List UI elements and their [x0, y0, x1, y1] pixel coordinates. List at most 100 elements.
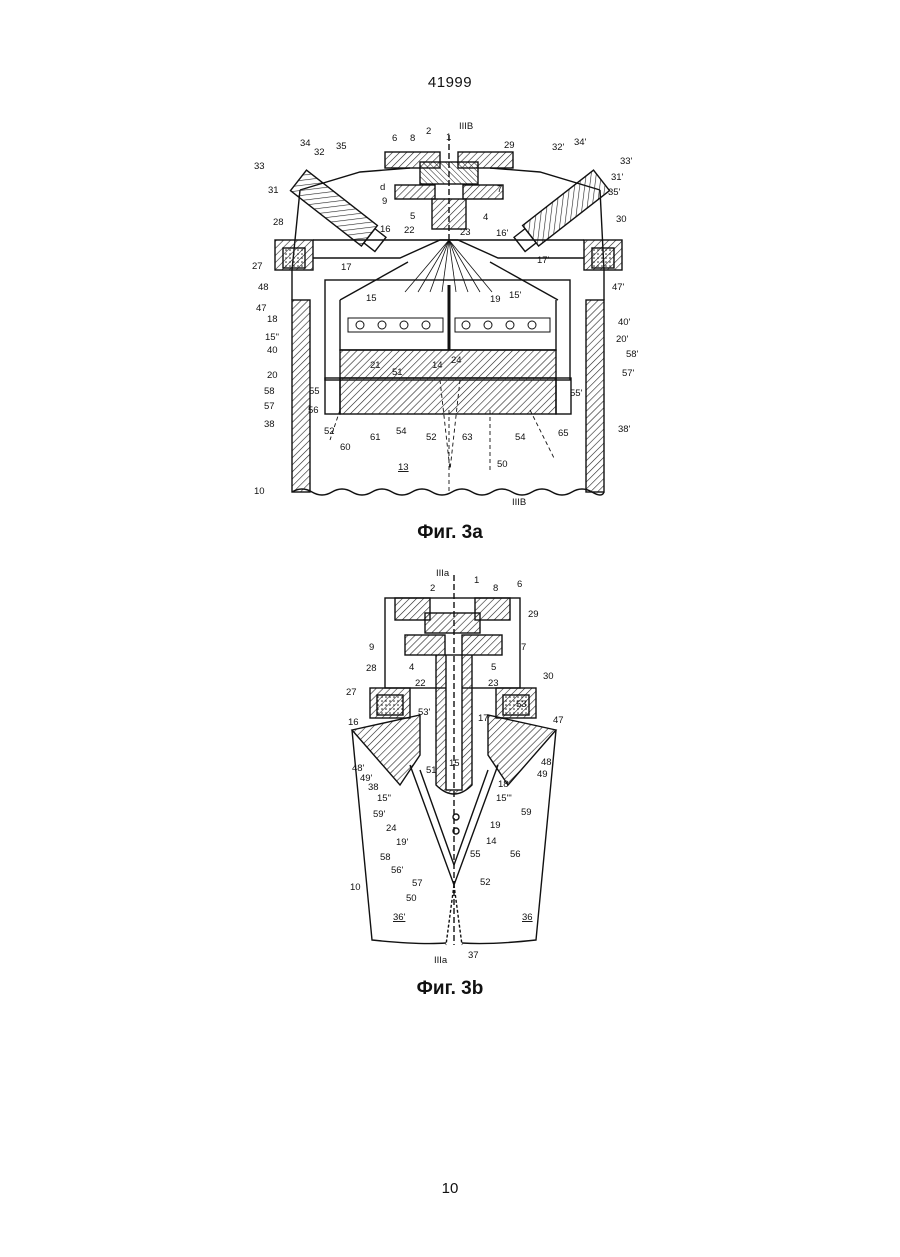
label-56p: 56' [391, 865, 404, 876]
label-30: 30 [543, 671, 554, 682]
label-29: 29 [504, 140, 515, 151]
figure-3b-drawing: IIIa 2 1 8 6 29 9 7 4 5 30 28 22 23 27 5… [0, 555, 900, 970]
figure-3b-caption: Фиг. 3b [0, 978, 900, 1000]
label-53: 53 [516, 699, 527, 710]
label-24: 24 [451, 355, 462, 366]
label-31: 31 [268, 185, 279, 196]
label-17: 17 [341, 262, 352, 273]
label-1: 1 [474, 575, 479, 586]
label-4: 4 [483, 212, 488, 223]
label-32p: 32' [552, 142, 565, 153]
label-24: 24 [386, 823, 397, 834]
label-54b: 54 [515, 432, 526, 443]
label-35p: 35' [608, 187, 621, 198]
label-14: 14 [486, 836, 497, 847]
label-IIIa-bottom: IIIa [434, 955, 448, 966]
label-d: d [380, 182, 385, 193]
label-59p: 59' [373, 809, 386, 820]
label-15: 15 [366, 293, 377, 304]
label-6: 6 [392, 133, 397, 144]
label-1: 1 [446, 132, 451, 143]
label-14: 14 [432, 360, 443, 371]
label-17: 17 [478, 713, 489, 724]
label-10: 10 [350, 882, 361, 893]
label-58p: 58' [626, 349, 639, 360]
label-35: 35 [336, 141, 347, 152]
label-32: 32 [314, 147, 325, 158]
label-23: 23 [488, 678, 499, 689]
label-38: 38 [368, 782, 379, 793]
label-6: 6 [517, 579, 522, 590]
label-20: 20 [267, 370, 278, 381]
label-22: 22 [404, 225, 415, 236]
label-2: 2 [426, 126, 431, 137]
label-57: 57 [412, 878, 423, 889]
label-15ppp: 15"' [496, 793, 512, 804]
label-37: 37 [468, 950, 479, 961]
label-23: 23 [460, 227, 471, 238]
label-60: 60 [340, 442, 351, 453]
label-17p: 17' [537, 255, 550, 266]
label-19: 19 [490, 294, 501, 305]
label-16: 16 [348, 717, 359, 728]
label-8: 8 [493, 583, 498, 594]
label-27: 27 [252, 261, 263, 272]
label-34p: 34' [574, 137, 587, 148]
label-IIIa-top: IIIa [436, 568, 450, 579]
label-52: 52 [480, 877, 491, 888]
label-51: 51 [426, 765, 437, 776]
label-34: 34 [300, 138, 311, 149]
label-47p: 47' [612, 282, 625, 293]
label-IIIB-top: IIIB [459, 121, 473, 132]
page-number: 10 [0, 1180, 900, 1197]
label-28: 28 [366, 663, 377, 674]
figure-3a-caption: Фиг. 3а [0, 522, 900, 544]
figure-3a-drawing: IIIB 1 2 6 8 29 34 32 35 33 31 32' 34' 3… [0, 0, 900, 520]
label-4: 4 [409, 662, 414, 673]
label-21: 21 [370, 360, 381, 371]
label-13: 13 [398, 462, 409, 473]
label-27: 27 [346, 687, 357, 698]
label-47: 47 [553, 715, 564, 726]
label-7: 7 [521, 642, 526, 653]
label-52a: 52 [324, 426, 335, 437]
label-15pp: 15" [265, 332, 279, 343]
label-61: 61 [370, 432, 381, 443]
label-7: 7 [497, 184, 502, 195]
label-33p: 33' [620, 156, 633, 167]
label-5: 5 [491, 662, 496, 673]
label-54a: 54 [396, 426, 407, 437]
label-56: 56 [308, 405, 319, 416]
label-18: 18 [498, 779, 509, 790]
label-29: 29 [528, 609, 539, 620]
label-5: 5 [410, 211, 415, 222]
label-65: 65 [558, 428, 569, 439]
label-49: 49 [537, 769, 548, 780]
label-10: 10 [254, 486, 265, 497]
label-IIIB-bottom: IIIB [512, 497, 526, 508]
label-50: 50 [497, 459, 508, 470]
label-8: 8 [410, 133, 415, 144]
label-2: 2 [430, 583, 435, 594]
label-55: 55 [309, 386, 320, 397]
label-28: 28 [273, 217, 284, 228]
label-57: 57 [264, 401, 275, 412]
label-57p: 57' [622, 368, 635, 379]
label-15pp: 15" [377, 793, 391, 804]
label-9: 9 [382, 196, 387, 207]
label-40: 40 [267, 345, 278, 356]
label-15: 15 [449, 758, 460, 769]
label-55p: 55' [570, 388, 583, 399]
label-18: 18 [267, 314, 278, 325]
label-38: 38 [264, 419, 275, 430]
label-58: 58 [380, 852, 391, 863]
label-51: 51 [392, 367, 403, 378]
label-30: 30 [616, 214, 627, 225]
label-16p: 16' [496, 228, 509, 239]
label-19: 19 [490, 820, 501, 831]
label-48: 48 [541, 757, 552, 768]
label-16: 16 [380, 224, 391, 235]
label-33: 33 [254, 161, 265, 172]
label-59: 59 [521, 807, 532, 818]
label-20p: 20' [616, 334, 629, 345]
